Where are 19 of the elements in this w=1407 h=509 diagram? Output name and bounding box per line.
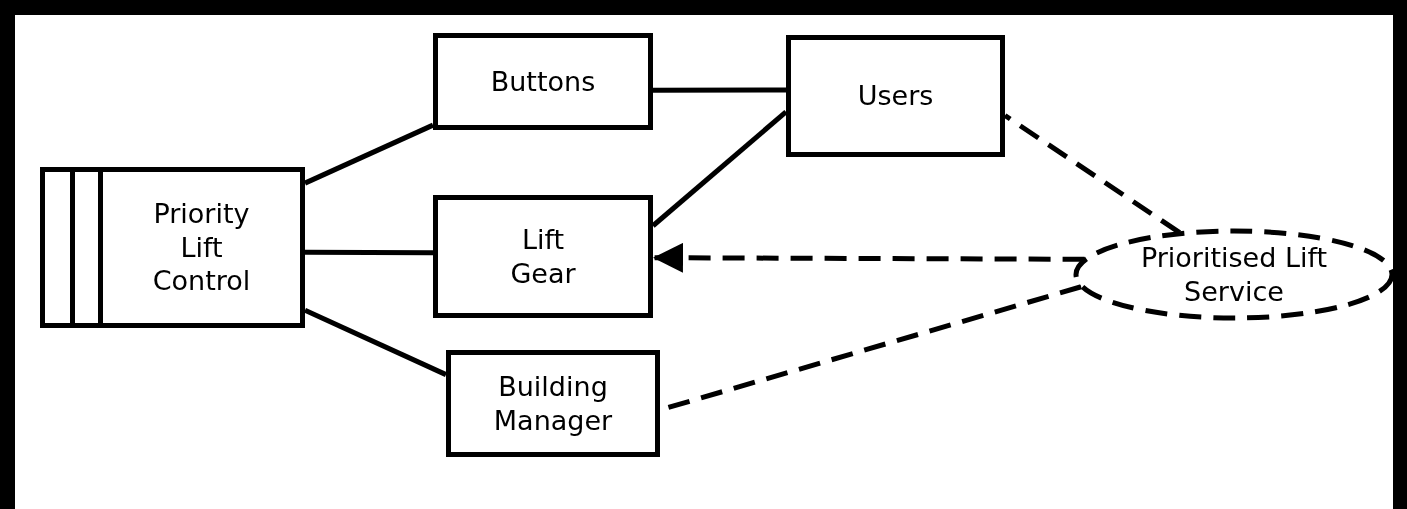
requirement-ellipse bbox=[1073, 228, 1395, 321]
connector-line bbox=[1003, 113, 1181, 235]
domain-box bbox=[433, 33, 653, 130]
node-label: Lift Gear bbox=[509, 222, 577, 291]
domain-box bbox=[433, 195, 653, 318]
machine-box bbox=[40, 167, 305, 328]
node-label: Buttons bbox=[490, 64, 596, 99]
node-label: Priority Lift Control bbox=[151, 196, 252, 299]
domain-box bbox=[786, 35, 1005, 157]
arrow bbox=[653, 242, 1085, 273]
connector-line bbox=[303, 308, 448, 377]
connector-line bbox=[651, 109, 788, 228]
connector-line bbox=[303, 122, 435, 186]
connector-line bbox=[305, 249, 433, 256]
node-label: Building Manager bbox=[492, 369, 614, 438]
connector-line bbox=[653, 87, 786, 93]
node-label: Prioritised Lift Service bbox=[1139, 240, 1329, 309]
domain-box bbox=[446, 350, 660, 457]
node-label: Users bbox=[857, 79, 934, 113]
